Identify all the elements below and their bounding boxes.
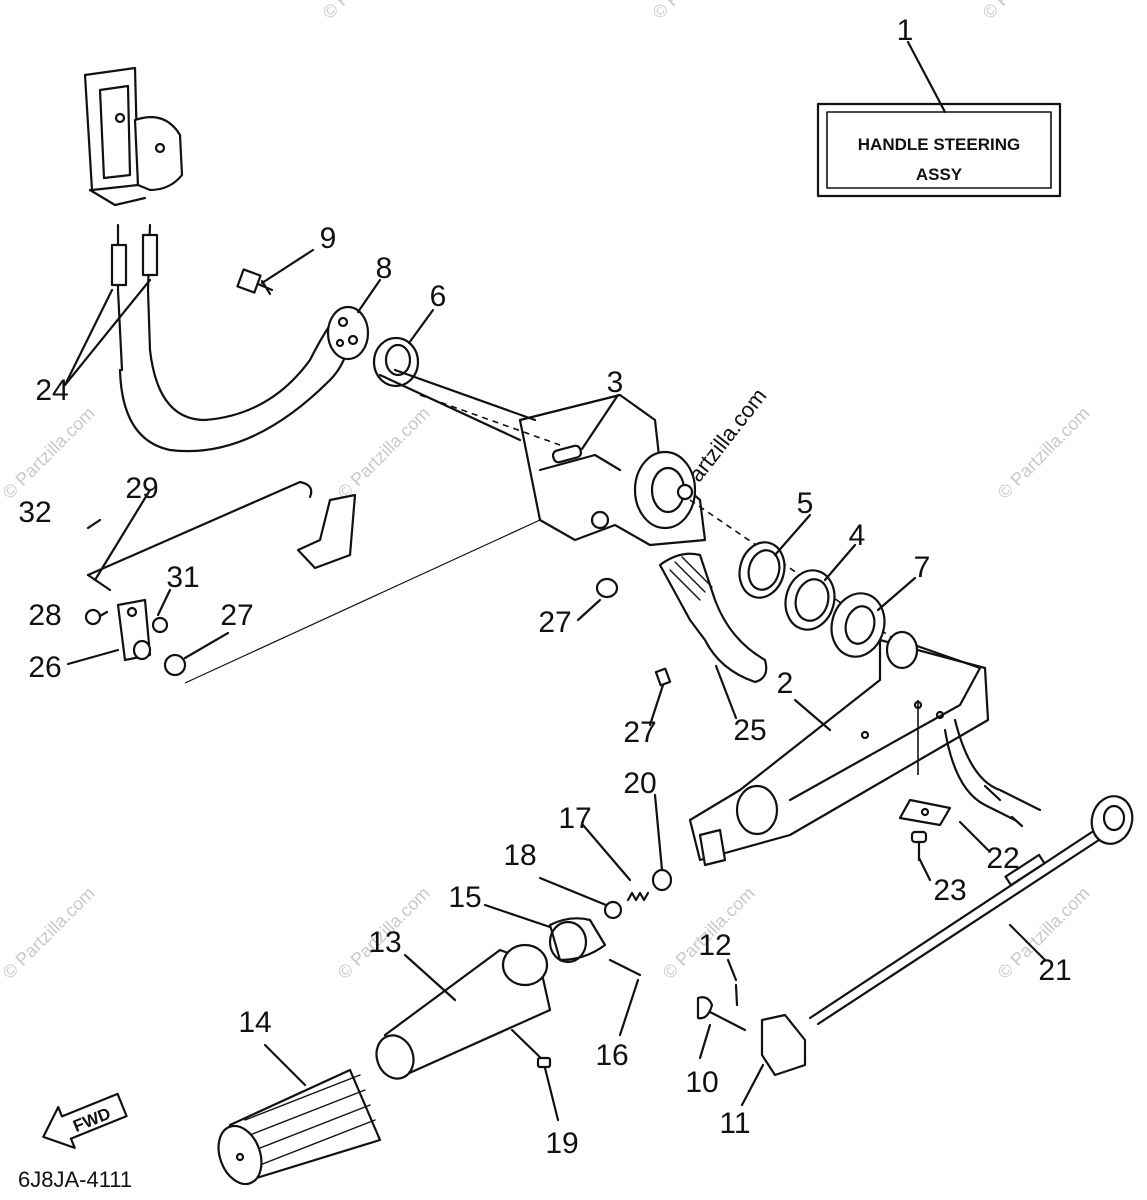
watermark: © Partzilla.com (334, 403, 434, 503)
callout-9: 9 (320, 222, 337, 255)
callout-1: 1 (897, 14, 914, 47)
watermark: © Partzilla.com (0, 403, 99, 503)
callout-20: 20 (623, 767, 656, 800)
watermark: © Partzilla.com (0, 883, 99, 983)
screw-19 (510, 1028, 552, 1069)
grip-14 (217, 1068, 382, 1186)
diagram-code: 6J8JA-4111 (18, 1167, 132, 1192)
callout-7: 7 (914, 551, 931, 584)
washer-31 (151, 616, 169, 634)
callout-32: 32 (18, 496, 51, 529)
fwd-arrow-icon: FWD (42, 1092, 128, 1149)
callout-numbers: 1 9 8 6 24 3 5 4 7 29 32 31 28 27 26 27 … (18, 14, 1071, 1160)
callout-18: 18 (503, 839, 536, 872)
bushing-6 (372, 336, 420, 388)
callout-16: 16 (595, 1039, 628, 1072)
wing-bolt-10 (696, 996, 747, 1032)
title-box-line2: ASSY (916, 165, 963, 184)
callout-28: 27 (623, 716, 656, 749)
throttle-cables (110, 223, 352, 453)
washer-5 (738, 541, 786, 599)
pin-28 (654, 667, 672, 687)
lever-26 (116, 598, 152, 662)
watermark: © Partzilla.com (979, 0, 1079, 23)
plate-8 (326, 305, 370, 361)
washer-18 (603, 900, 623, 920)
title-box: HANDLE STEERING ASSY (816, 102, 1062, 198)
bracket-link (296, 493, 357, 570)
tiller-arm-2 (688, 630, 1042, 867)
pin-12 (734, 983, 739, 1007)
callout-8: 8 (376, 252, 393, 285)
callout-4: 4 (849, 519, 866, 552)
callout-11: 11 (719, 1107, 750, 1140)
callout-31: 31 (166, 561, 199, 594)
washer-7 (830, 592, 886, 658)
callout-25: 25 (733, 714, 766, 747)
callout-22: 22 (986, 842, 1019, 875)
callout-12: 12 (698, 929, 731, 962)
callout-2: 2 (777, 667, 794, 700)
callout-24: 24 (35, 374, 68, 407)
plate-22 (898, 798, 952, 827)
callout-27-left: 27 (220, 599, 253, 632)
washer-4 (784, 569, 836, 631)
pin-16 (608, 958, 642, 977)
callout-21: 21 (1038, 954, 1071, 987)
cable-bracket (83, 66, 184, 207)
callout-30: 29 (125, 472, 158, 505)
link-rod-30 (86, 480, 313, 592)
steering-shaft (378, 368, 537, 442)
callout-19: 19 (545, 1127, 578, 1160)
bolt-9 (236, 268, 274, 296)
sleeve-15 (548, 917, 607, 964)
leader-lines (63, 40, 1047, 1122)
callout-15: 15 (448, 881, 481, 914)
callout-29: 28 (28, 599, 61, 632)
callout-14: 14 (238, 1006, 271, 1039)
callout-5: 5 (797, 487, 814, 520)
screw-23 (910, 830, 928, 862)
nut-29 (84, 608, 102, 626)
friction-block-11 (760, 1013, 807, 1077)
callout-6: 6 (430, 280, 447, 313)
steering-bracket-3 (518, 393, 707, 547)
cap-20 (651, 868, 673, 892)
callout-10: 10 (685, 1066, 718, 1099)
watermark: © Partzilla.com (649, 0, 749, 23)
title-box-line1: HANDLE STEERING (858, 135, 1020, 154)
bushing-27-center (595, 577, 619, 599)
callout-26: 26 (28, 651, 61, 684)
watermark: © Partzilla.com (319, 0, 419, 23)
friction-rod-21 (808, 795, 1134, 1026)
callout-17: 17 (558, 802, 591, 835)
bushing-27-left (163, 653, 187, 677)
spring-17 (626, 891, 650, 902)
throttle-lever-25 (658, 552, 768, 684)
watermark: © Partzilla.com (994, 403, 1094, 503)
callout-23: 23 (933, 874, 966, 907)
callout-27-center: 27 (538, 606, 571, 639)
throttle-grip-13 (375, 943, 552, 1080)
callout-13: 13 (368, 926, 401, 959)
callout-3: 3 (607, 366, 624, 399)
